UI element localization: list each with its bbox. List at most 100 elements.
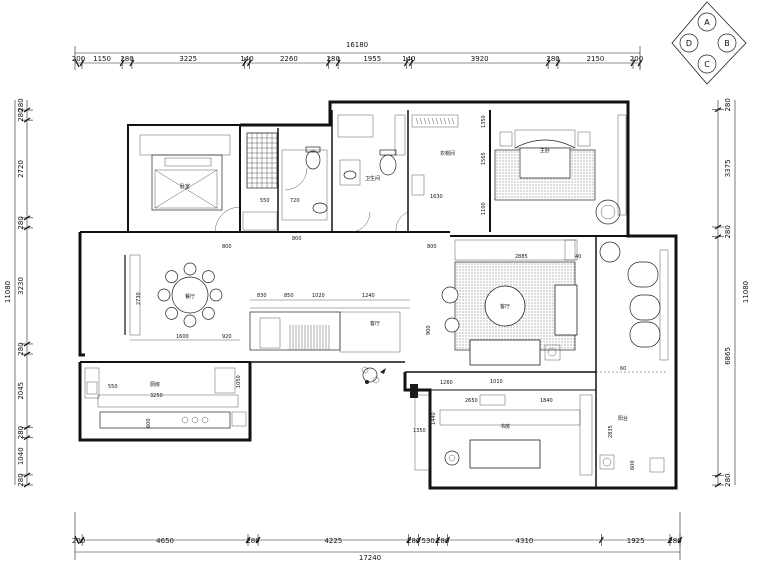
dim-bath-door-800: 800: [292, 236, 302, 242]
bathroom: 550 720 800: [242, 132, 328, 242]
bottom-dim-segment-8: 1925: [627, 537, 645, 545]
dim-misc-1010: 1010: [490, 379, 503, 385]
bottom-dim-segment-3: 4225: [324, 537, 342, 545]
dim-closet-1630: 1630: [430, 194, 443, 200]
dim-study-1350: 1350: [413, 428, 426, 434]
left-dim-segment-0: 280: [17, 98, 25, 111]
right-dim-segment-1: 3375: [724, 159, 732, 177]
left-dim-segment-1: 280: [17, 108, 25, 121]
top-dim-segment-5: 2260: [280, 55, 298, 63]
bottom-dim-segment-5: 530: [421, 537, 434, 545]
dim-dining-800c: 800: [427, 244, 437, 250]
master-bedroom: 主卧: [494, 114, 627, 225]
top-dim-segment-3: 3225: [179, 55, 197, 63]
dim-hall-850: 850: [284, 293, 294, 299]
bottom-dim-segment-6: 280: [436, 537, 449, 545]
bottom-dim-segment-7: 4310: [516, 537, 534, 545]
dim-bath-720: 720: [290, 198, 300, 204]
study-sofa: [469, 439, 541, 469]
left-total-dimension: 11080: [4, 281, 12, 303]
master-armchair: [595, 199, 621, 225]
room-label-master: 主卧: [540, 147, 550, 154]
walk-in-closet: 衣帽间 1630 1565 1100 1350: [411, 114, 487, 215]
compass-letter-a: A: [704, 18, 710, 27]
room-label-balcony: 阳台: [618, 415, 628, 422]
dining-area: 餐厅 2730 1600 920 800 800: [129, 244, 437, 341]
right-dim-segment-3: 6865: [724, 347, 732, 365]
master-bed: [519, 147, 571, 179]
room-label-bedroom: 卧室: [180, 183, 190, 190]
bottom-dim-segment-9: 280: [668, 537, 681, 545]
top-dim-segment-8: 140: [402, 55, 415, 63]
left-dim-segment-8: 1040: [17, 447, 25, 465]
room-label-kitchen: 厨房: [150, 381, 160, 388]
side-sofa: [554, 284, 578, 336]
dim-dining-2730: 2730: [136, 292, 142, 305]
room-label-dining: 餐厅: [185, 293, 195, 300]
bath-sink: [312, 202, 328, 214]
room-label-living: 客厅: [500, 303, 510, 310]
dim-kitchen-600: 600: [146, 418, 152, 428]
dim-kitchen-900: 900: [426, 325, 432, 335]
dim-kitchen-550: 550: [108, 384, 118, 390]
compass-circle-c: [697, 54, 717, 74]
top-dim-segment-12: 200: [630, 55, 643, 63]
dim-closet-1100: 1100: [481, 202, 487, 215]
compass-letter-b: B: [724, 39, 730, 48]
study-room: 2650 1840 1440 1350 1260 书房: [410, 380, 593, 476]
left-dim-segment-2: 2720: [17, 160, 25, 178]
compass-letter-c: C: [704, 60, 710, 69]
coffee-table: [484, 285, 526, 327]
top-dim-segment-0: 200: [72, 55, 85, 63]
compass-rose: A B C D: [671, 1, 747, 85]
hall-cabinets: 830 850 1020 1240 客厅: [249, 293, 410, 353]
top-dim-segment-4: 140: [240, 55, 253, 63]
left-dim-segment-4: 3230: [17, 277, 25, 295]
kitchen: 550 3250 600 1050 厨房: [84, 367, 247, 429]
dim-dining-1600: 1600: [176, 334, 189, 340]
top-dim-segment-2: 280: [120, 55, 133, 63]
bottom-dim-segment-2: 280: [246, 537, 259, 545]
bed-left: [154, 169, 218, 209]
right-dim-segment-0: 280: [724, 98, 732, 111]
room-label-living-hall: 客厅: [370, 320, 380, 327]
dim-balcony-2835: 2835: [608, 425, 614, 438]
left-dim-segment-5: 280: [17, 342, 25, 355]
living-room: 客厅 2885: [441, 239, 661, 366]
compass-circle-b: [717, 33, 737, 53]
top-total-dimension: 16180: [346, 41, 368, 49]
dim-dining-800a: 800: [222, 244, 232, 250]
bedroom-left: 卧室: [139, 134, 241, 233]
room-label-study: 书房: [500, 423, 510, 430]
dim-closet-1350: 1350: [481, 115, 487, 128]
top-dim-segment-9: 3920: [471, 55, 489, 63]
top-dim-segment-11: 2150: [587, 55, 605, 63]
bottom-total-dimension: 17240: [359, 554, 381, 562]
dim-misc-60: 60: [620, 366, 626, 372]
left-dim-segment-9: 280: [17, 473, 25, 486]
second-bathroom: 卫生间: [337, 114, 409, 233]
dim-bath-550: 550: [260, 198, 270, 204]
living-sofa: [469, 339, 541, 366]
dim-misc-40: 40: [575, 254, 581, 260]
dim-study-1840: 1840: [540, 398, 553, 404]
entry-plant: [361, 366, 386, 384]
top-dim-segment-10: 280: [546, 55, 559, 63]
room-label-bath: 卫生间: [365, 175, 380, 182]
dim-kitchen-3250: 3250: [150, 393, 163, 399]
right-dim-segment-4: 280: [724, 473, 732, 486]
compass-circle-d: [679, 33, 699, 53]
dim-kitchen-1050: 1050: [236, 375, 242, 388]
top-dim-segment-6: 280: [327, 55, 340, 63]
room-label-closet: 衣帽间: [440, 150, 455, 157]
dim-balcony-600: 600: [630, 460, 636, 470]
dim-study-2650: 2650: [465, 398, 478, 404]
dim-study-1260: 1260: [440, 380, 453, 386]
bottom-dim-segment-4: 280: [407, 537, 420, 545]
left-dim-segment-6: 2045: [17, 382, 25, 400]
left-dim-segment-3: 280: [17, 216, 25, 229]
